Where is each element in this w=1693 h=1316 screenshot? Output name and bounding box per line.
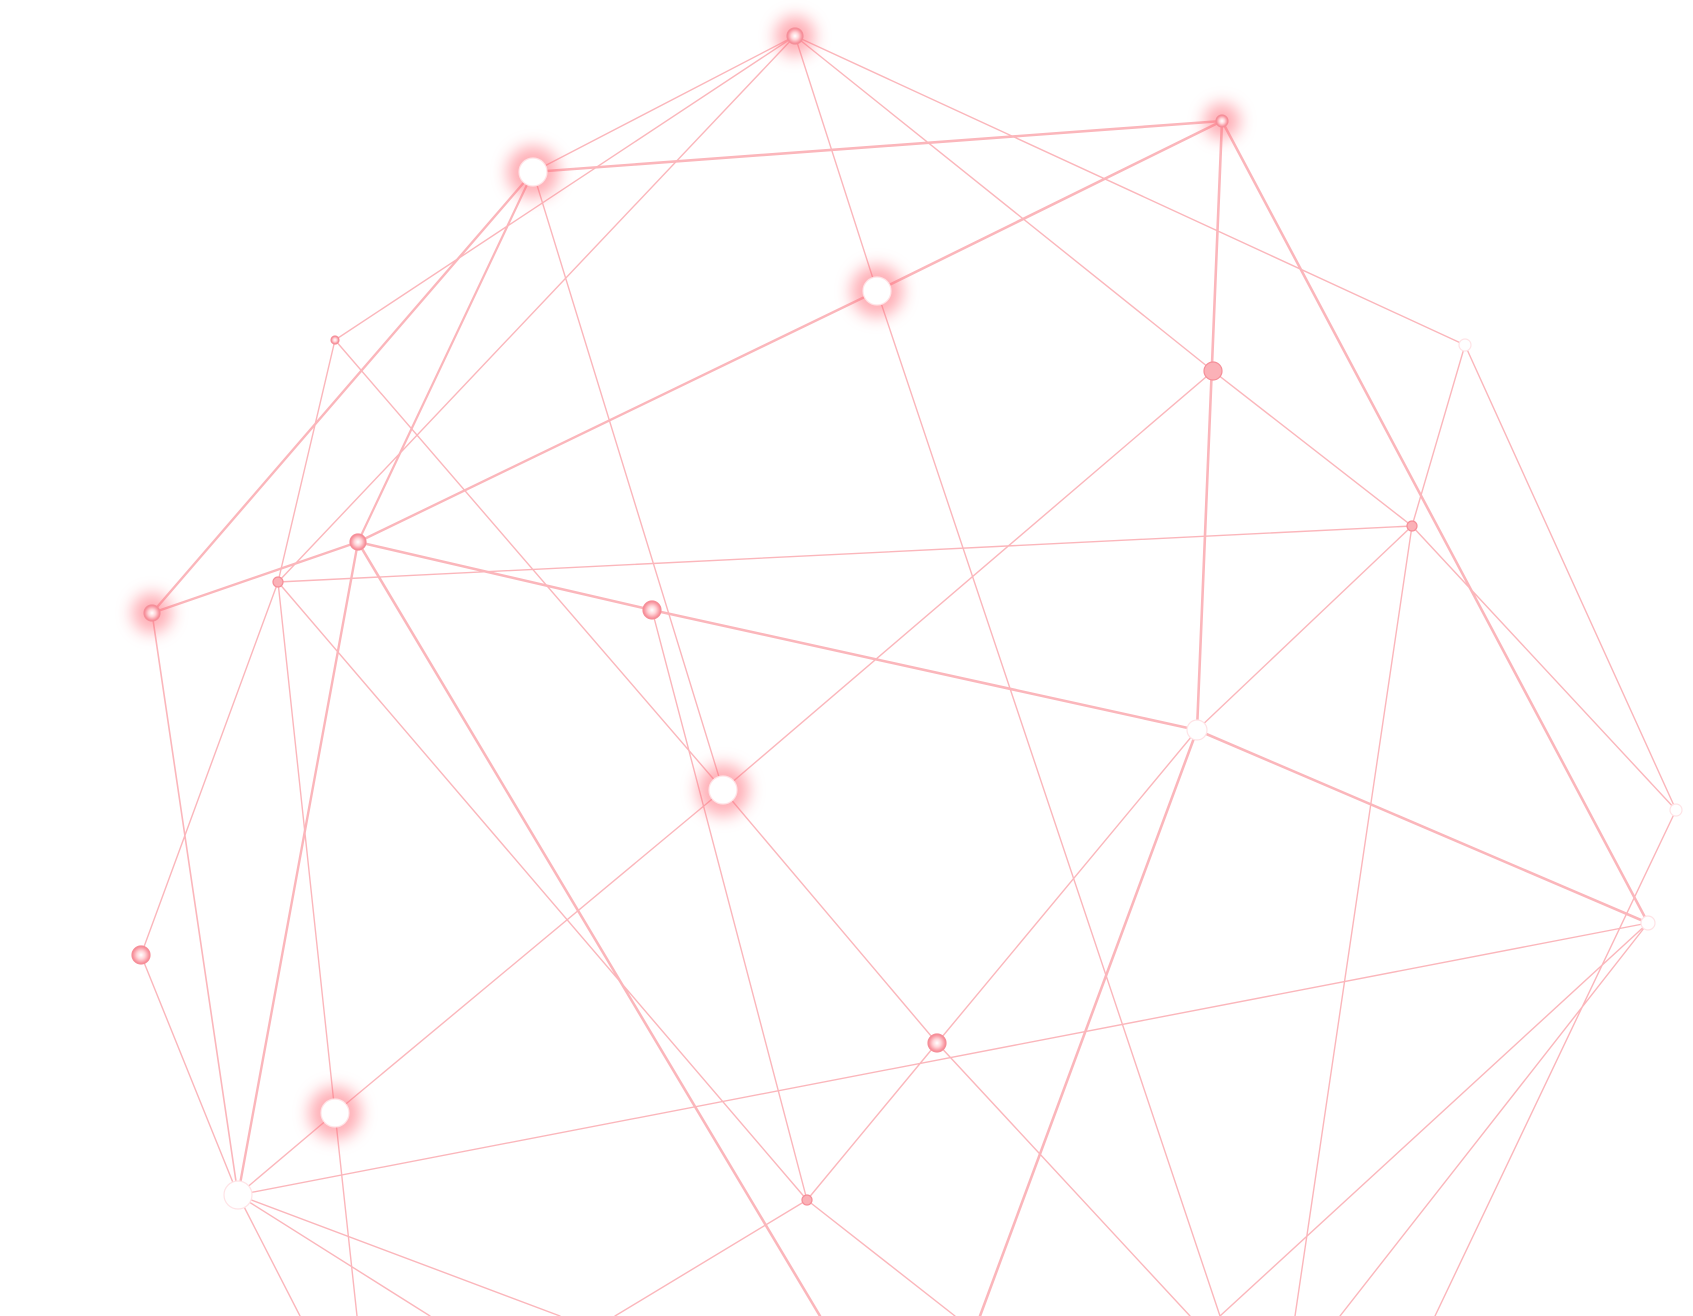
network-edge	[277, 339, 336, 583]
network-edge	[237, 1194, 431, 1316]
network-edge	[531, 119, 1224, 174]
network-edge	[806, 1199, 956, 1316]
network-edge	[334, 339, 724, 791]
network-edge	[1294, 525, 1413, 1316]
network-edge	[722, 370, 1214, 791]
network-node	[642, 600, 662, 620]
network-edge	[1220, 119, 1650, 925]
network-edge	[1219, 922, 1649, 1316]
network-node	[223, 1180, 253, 1210]
network-node	[1669, 803, 1683, 817]
network-node	[272, 576, 284, 588]
network-node	[927, 1033, 947, 1053]
network-edge	[936, 1042, 1191, 1316]
network-edge	[1411, 525, 1677, 811]
network-edge	[875, 119, 1224, 293]
network-edge	[1339, 922, 1649, 1316]
network-node	[518, 157, 548, 187]
network-node	[143, 604, 161, 622]
network-edge	[876, 290, 1221, 1316]
network-edge	[794, 35, 1214, 372]
network-edge	[1212, 370, 1413, 527]
network-node	[320, 1098, 350, 1128]
network-edge	[236, 540, 360, 1197]
network-node	[708, 775, 738, 805]
network-edge	[334, 35, 796, 341]
network-node	[131, 945, 151, 965]
network-edge	[532, 171, 724, 791]
network-edge	[650, 608, 1199, 732]
network-edges	[140, 35, 1677, 1316]
network-edge	[1434, 809, 1677, 1316]
network-edge	[140, 954, 239, 1196]
network-edge	[806, 1042, 938, 1201]
network-node	[1458, 338, 1472, 352]
network-edge	[532, 35, 796, 173]
network-edge	[237, 1194, 301, 1316]
network-edge	[150, 540, 360, 615]
network-edge	[277, 581, 808, 1201]
network-edge	[334, 789, 724, 1114]
network-node	[349, 533, 367, 551]
network-edge	[1195, 119, 1224, 732]
network-node	[1186, 719, 1208, 741]
network-edge	[356, 289, 879, 544]
network-edge	[277, 581, 336, 1114]
network-node	[1406, 520, 1418, 532]
network-edge	[794, 35, 878, 292]
network-edge	[277, 35, 796, 583]
network-node	[801, 1194, 813, 1206]
network-nodes	[131, 27, 1683, 1210]
node-glows	[132, 16, 1240, 1139]
network-node	[330, 335, 340, 345]
network-edge	[151, 612, 239, 1196]
network-edge	[1196, 525, 1413, 731]
network-edge	[1411, 344, 1466, 527]
network-edge	[978, 728, 1199, 1316]
network-edge	[1195, 728, 1650, 925]
network-edge	[356, 540, 654, 612]
network-edge	[936, 729, 1198, 1044]
network-node	[1203, 361, 1223, 381]
network-node	[786, 27, 804, 45]
network-edge	[1464, 344, 1677, 811]
network-edge	[237, 922, 1649, 1196]
network-edge	[722, 789, 938, 1044]
network-edge	[140, 581, 279, 956]
network-edge	[651, 609, 808, 1201]
network-edge	[356, 540, 822, 1316]
network-edge	[356, 170, 535, 544]
network-edge	[334, 1112, 358, 1316]
network-edge	[150, 170, 535, 615]
network-edge	[277, 525, 1413, 583]
network-edge	[794, 35, 1466, 346]
network-edge	[614, 1199, 808, 1316]
network-node	[862, 276, 892, 306]
network-edge	[237, 1194, 561, 1316]
network-node	[1215, 114, 1229, 128]
network-node	[1640, 915, 1656, 931]
